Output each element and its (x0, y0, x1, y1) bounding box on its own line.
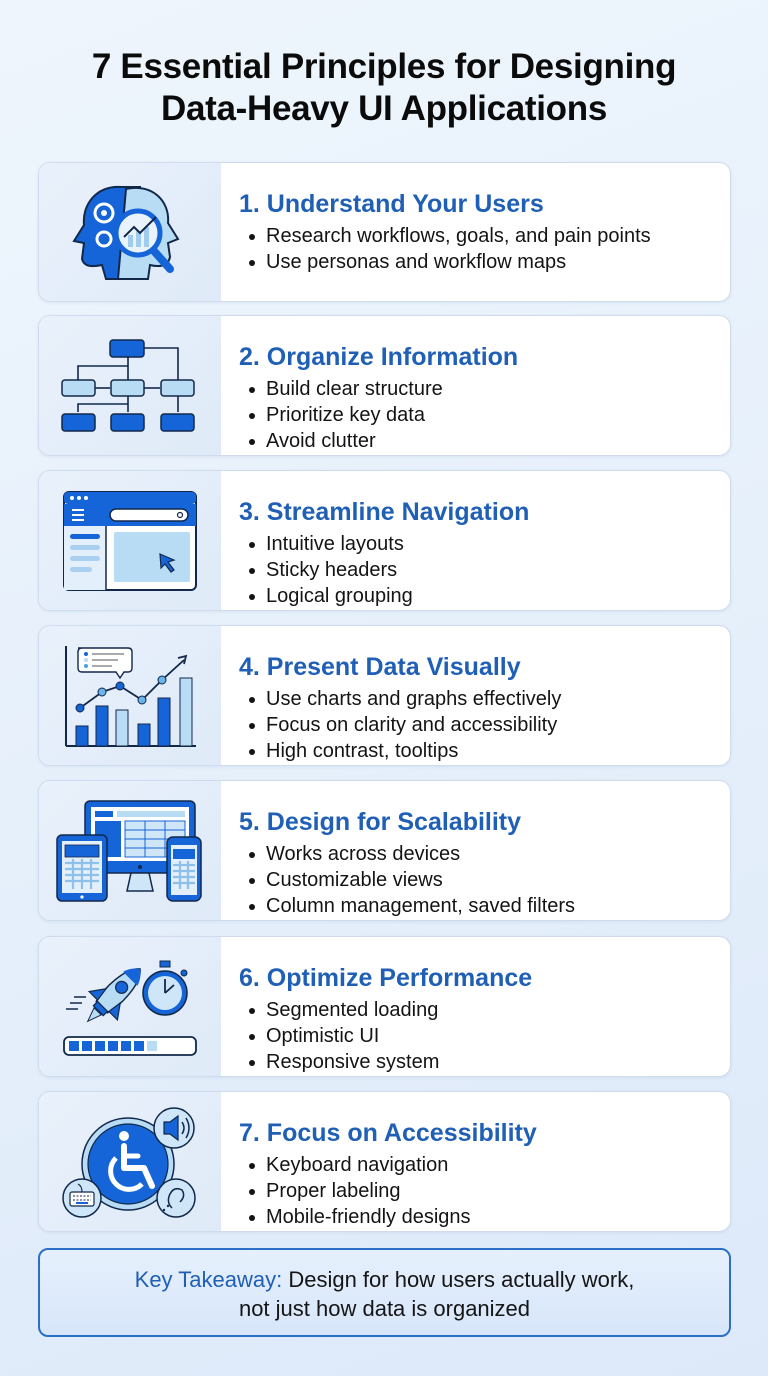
bullet-item: Use personas and workflow maps (239, 249, 651, 275)
bullet-item: Research workflows, goals, and pain poin… (239, 223, 651, 249)
bullet-list: Build clear structure Prioritize key dat… (239, 376, 518, 454)
principle-card-2: 2. Organize Information Build clear stru… (38, 315, 731, 456)
bullet-item: Prioritize key data (239, 402, 518, 428)
principle-heading: 6. Optimize Performance (239, 964, 533, 992)
icon-panel (39, 781, 221, 920)
bullet-item: Customizable views (239, 867, 575, 893)
bullet-item: Proper labeling (239, 1178, 537, 1204)
principle-heading: 2. Organize Information (239, 343, 519, 371)
bullet-item: Column management, saved filters (239, 893, 575, 919)
principle-card-1: 1. Understand Your Users Research workfl… (38, 162, 731, 302)
bullet-item: Avoid clutter (239, 428, 518, 454)
bullet-item: Focus on clarity and accessibility (239, 712, 561, 738)
heads-magnifier-icon (72, 185, 180, 280)
takeaway-line-1: Key Takeaway: Design for how users actua… (40, 1265, 729, 1294)
icon-panel (39, 471, 221, 610)
bullet-item: Sticky headers (239, 557, 529, 583)
bullet-list: Intuitive layouts Sticky headers Logical… (239, 531, 529, 609)
icon-panel (39, 163, 221, 301)
principle-heading: 5. Design for Scalability (239, 808, 522, 836)
icon-panel (39, 1092, 221, 1231)
browser-window-icon (63, 490, 197, 591)
bullet-list: Keyboard navigation Proper labeling Mobi… (239, 1152, 537, 1230)
takeaway-text-1: Design for how users actually work, (282, 1267, 635, 1292)
page-title: 7 Essential Principles for Designing Dat… (0, 46, 768, 130)
principle-card-3: 3. Streamline Navigation Intuitive layou… (38, 470, 731, 611)
bullet-item: Intuitive layouts (239, 531, 529, 557)
principle-card-6: 6. Optimize Performance Segmented loadin… (38, 936, 731, 1077)
takeaway-label: Key Takeaway: (134, 1267, 283, 1292)
multi-device-icon (56, 799, 202, 902)
bullet-item: Responsive system (239, 1049, 532, 1075)
bullet-item: Optimistic UI (239, 1023, 532, 1049)
bullet-list: Segmented loading Optimistic UI Responsi… (239, 997, 532, 1075)
bullet-item: Logical grouping (239, 583, 529, 609)
bar-line-chart-icon (65, 645, 196, 747)
title-line-2: Data-Heavy UI Applications (160, 89, 608, 128)
bullet-item: Segmented loading (239, 997, 532, 1023)
principle-card-4: 4. Present Data Visually Use charts and … (38, 625, 731, 766)
bullet-item: Use charts and graphs effectively (239, 686, 561, 712)
flowchart-icon (61, 338, 195, 432)
icon-panel (39, 937, 221, 1076)
principle-heading: 1. Understand Your Users (239, 190, 544, 218)
rocket-stopwatch-icon (63, 960, 197, 1056)
icon-panel (39, 316, 221, 455)
principle-card-7: 7. Focus on Accessibility Keyboard navig… (38, 1091, 731, 1232)
bullet-item: Works across devices (239, 841, 575, 867)
bullet-list: Research workflows, goals, and pain poin… (239, 223, 651, 275)
principle-card-5: 5. Design for Scalability Works across d… (38, 780, 731, 921)
principle-heading: 3. Streamline Navigation (239, 498, 530, 526)
key-takeaway-box: Key Takeaway: Design for how users actua… (38, 1248, 731, 1337)
principle-heading: 4. Present Data Visually (239, 653, 521, 681)
bullet-item: Keyboard navigation (239, 1152, 537, 1178)
bullet-item: Build clear structure (239, 376, 518, 402)
bullet-item: Mobile-friendly designs (239, 1204, 537, 1230)
takeaway-text-2: not just how data is organized (238, 1296, 531, 1321)
accessibility-icon (62, 1106, 196, 1218)
bullet-item: High contrast, tooltips (239, 738, 561, 764)
bullet-list: Works across devices Customizable views … (239, 841, 575, 919)
principle-heading: 7. Focus on Accessibility (239, 1119, 537, 1147)
title-line-1: 7 Essential Principles for Designing (91, 47, 677, 86)
icon-panel (39, 626, 221, 765)
bullet-list: Use charts and graphs effectively Focus … (239, 686, 561, 764)
